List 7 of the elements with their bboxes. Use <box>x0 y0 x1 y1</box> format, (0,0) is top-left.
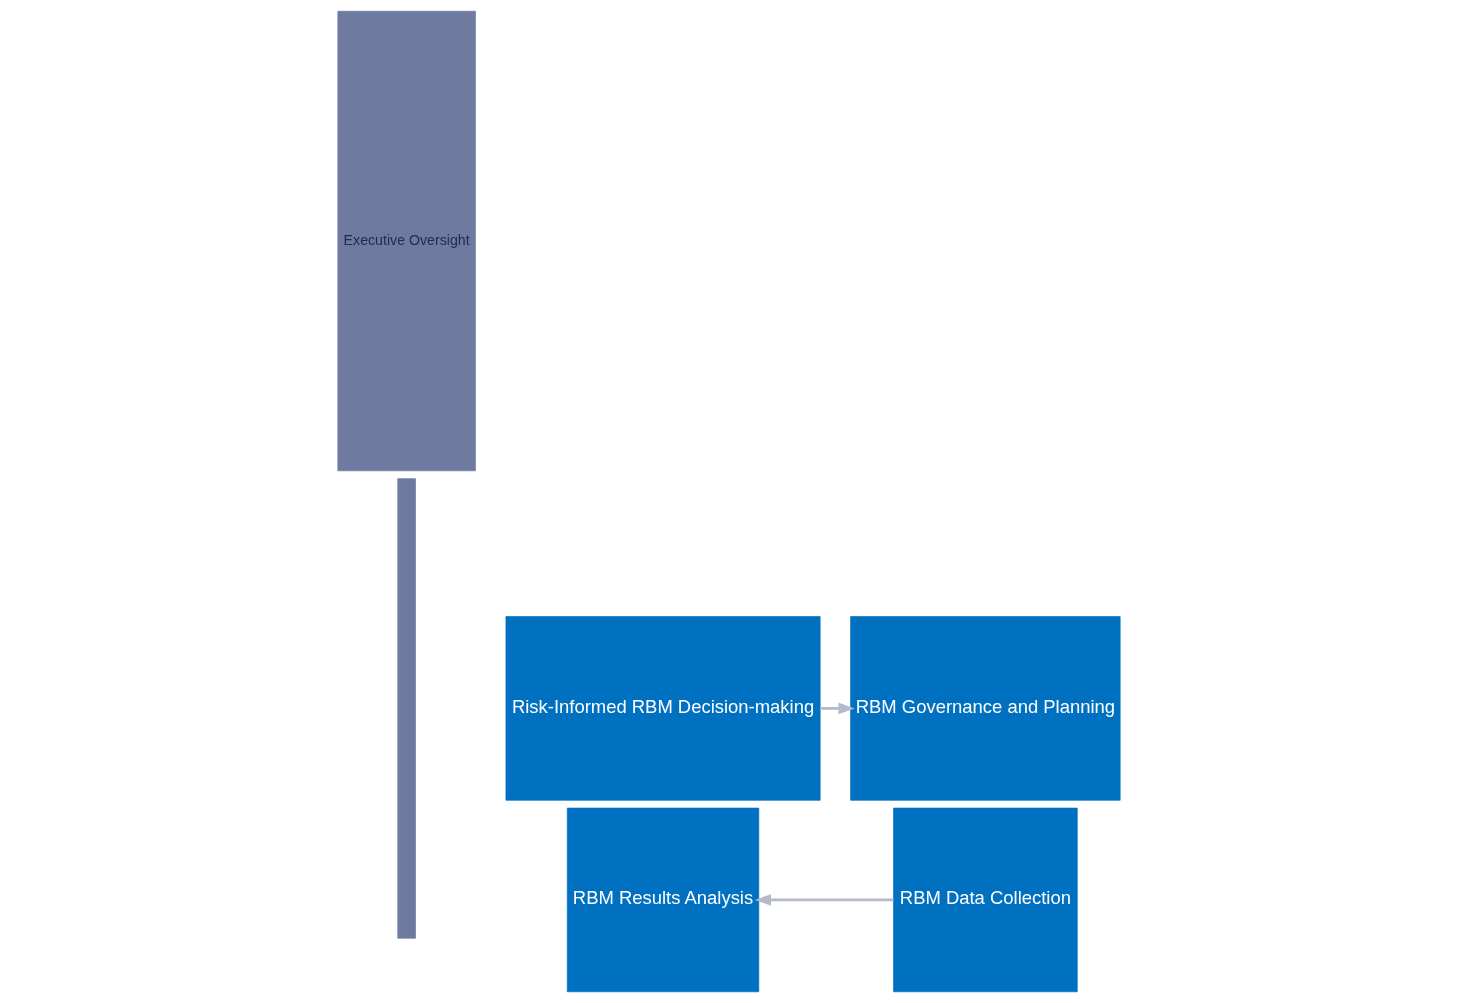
arrow <box>754 894 894 906</box>
node-box: Executive Oversight <box>337 10 476 472</box>
node-box: RBM Results Analysis <box>566 807 760 993</box>
node-box: Risk-Informed RBM Decision-making <box>505 616 821 801</box>
node-box: RBM Governance and Planning <box>850 616 1121 801</box>
node-box: RBM Data Collection <box>893 807 1078 993</box>
arrow <box>820 702 855 715</box>
